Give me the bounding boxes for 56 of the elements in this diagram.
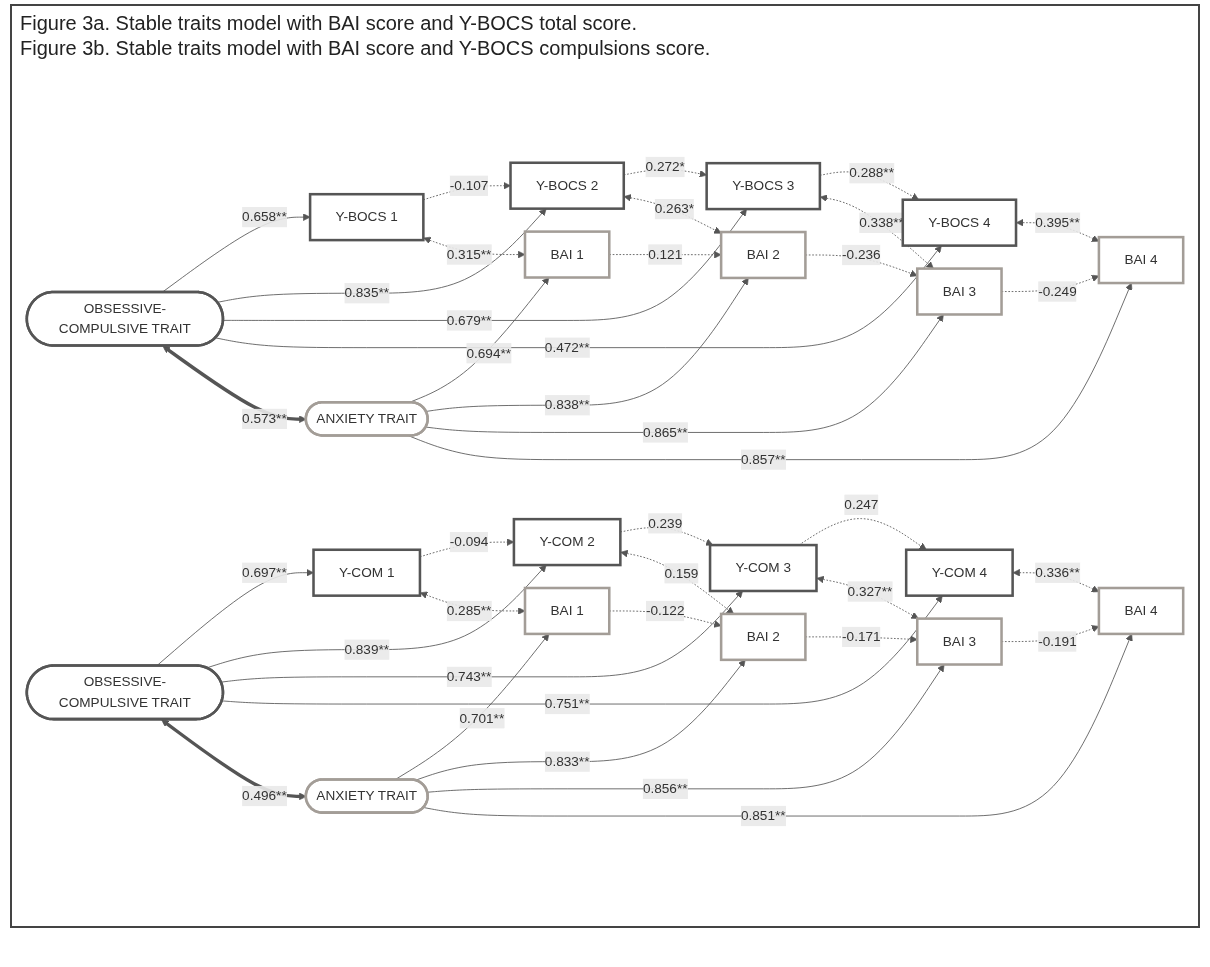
edge-label: 0.865** <box>642 425 688 440</box>
edge-label: 0.658** <box>242 209 287 225</box>
edge-label: 0.856** <box>642 781 688 797</box>
edge-label: 0.851** <box>740 808 786 824</box>
edge-label: 0.272* <box>645 159 685 175</box>
edge-label: -0.094 <box>449 534 489 550</box>
edge-label: 0.247 <box>844 497 879 512</box>
edge-label: 0.239 <box>648 516 683 531</box>
edge-label: 0.472** <box>544 340 590 355</box>
edge-label: 0.701** <box>459 711 505 726</box>
edge-label: 0.338** <box>859 215 904 230</box>
edge-label: -0.171 <box>842 629 881 645</box>
node-box: BAI 1 <box>523 230 611 280</box>
node-box: BAI 1 <box>523 587 611 636</box>
edge-label: 0.573** <box>242 411 287 427</box>
edge-label: 0.857** <box>740 452 786 467</box>
node-box: BAI 2 <box>719 231 807 280</box>
node-box: Y-BOCS 3 <box>705 162 822 211</box>
edge-label: -0.122 <box>645 603 685 619</box>
edge-label: 0.288** <box>849 166 894 181</box>
edge-label: 0.395** <box>1035 215 1080 230</box>
node-box: Y-BOCS 2 <box>509 161 626 211</box>
node-box: Y-COM 2 <box>512 518 622 567</box>
node-box: Y-COM 4 <box>904 548 1014 598</box>
edge-label: 0.833** <box>544 754 590 769</box>
node-box: BAI 3 <box>916 617 1003 667</box>
edge-label: 0.743** <box>446 669 492 685</box>
edge-label: 0.697** <box>242 565 287 580</box>
edge-label: 0.496** <box>242 788 287 804</box>
edge-label: -0.236 <box>842 247 881 263</box>
node-box: BAI 3 <box>916 267 1003 317</box>
node-box: BAI 2 <box>719 613 807 662</box>
node-box: Y-BOCS 4 <box>901 198 1018 248</box>
node-box: Y-COM 1 <box>312 548 422 598</box>
node-box: BAI 4 <box>1097 587 1185 636</box>
node-box: BAI 4 <box>1097 236 1185 285</box>
edge-label: 0.838** <box>544 398 590 413</box>
edge-label: 0.839** <box>344 642 390 657</box>
edge-label: 0.285** <box>446 603 492 619</box>
edge-label: 0.751** <box>544 696 590 712</box>
node-box: Y-COM 3 <box>708 544 818 593</box>
edge-label: -0.249 <box>1038 284 1077 299</box>
edge-label: 0.315** <box>446 247 492 262</box>
edge-label: -0.107 <box>449 178 489 193</box>
edge-label: 0.121 <box>648 247 683 262</box>
edge-label: 0.263* <box>654 201 695 217</box>
figure-heading: Figure 3b. Stable traits model with BAI score and Y-BOCS compulsions score. <box>20 37 712 60</box>
edge-label: 0.679** <box>446 313 492 328</box>
figure-heading: Figure 3a. Stable traits model with BAI score and Y-BOCS total score. <box>20 12 638 35</box>
edge-label: 0.336** <box>1035 565 1080 580</box>
edge-label: -0.191 <box>1038 634 1077 649</box>
edge-label: 0.159 <box>664 566 699 581</box>
edge-label: 0.694** <box>466 346 512 361</box>
edge-label: 0.835** <box>344 286 390 301</box>
edge-label: 0.327** <box>847 584 893 599</box>
node-box: Y-BOCS 1 <box>308 193 425 242</box>
